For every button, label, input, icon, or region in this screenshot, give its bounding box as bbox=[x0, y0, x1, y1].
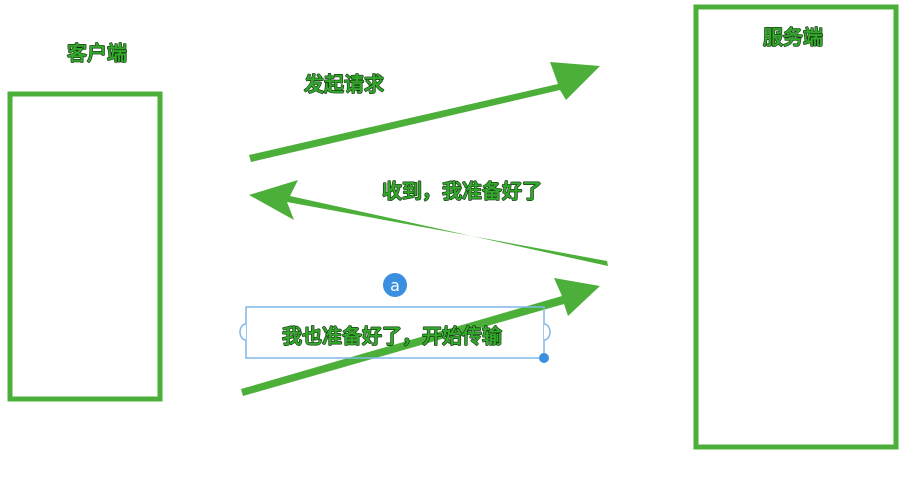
ack-label: 收到，我准备好了 bbox=[382, 179, 542, 203]
request-label: 发起请求 bbox=[303, 72, 385, 96]
ack-arrow[interactable] bbox=[249, 180, 608, 266]
client-label: 客户端 bbox=[66, 41, 127, 65]
transfer-label[interactable]: 我也准备好了，开始传输 bbox=[281, 323, 503, 348]
selection-handle-right[interactable] bbox=[543, 323, 551, 341]
client-box[interactable] bbox=[7, 91, 163, 402]
server-box[interactable] bbox=[693, 4, 899, 450]
request-arrow[interactable] bbox=[249, 62, 600, 162]
annotation-badge-label: a bbox=[390, 276, 400, 295]
transfer-arrow[interactable] bbox=[241, 278, 600, 396]
selection-resize-handle[interactable] bbox=[539, 353, 549, 363]
selection-handle-left[interactable] bbox=[239, 323, 247, 341]
server-label: 服务端 bbox=[763, 25, 823, 49]
annotation-badge[interactable] bbox=[383, 273, 407, 297]
